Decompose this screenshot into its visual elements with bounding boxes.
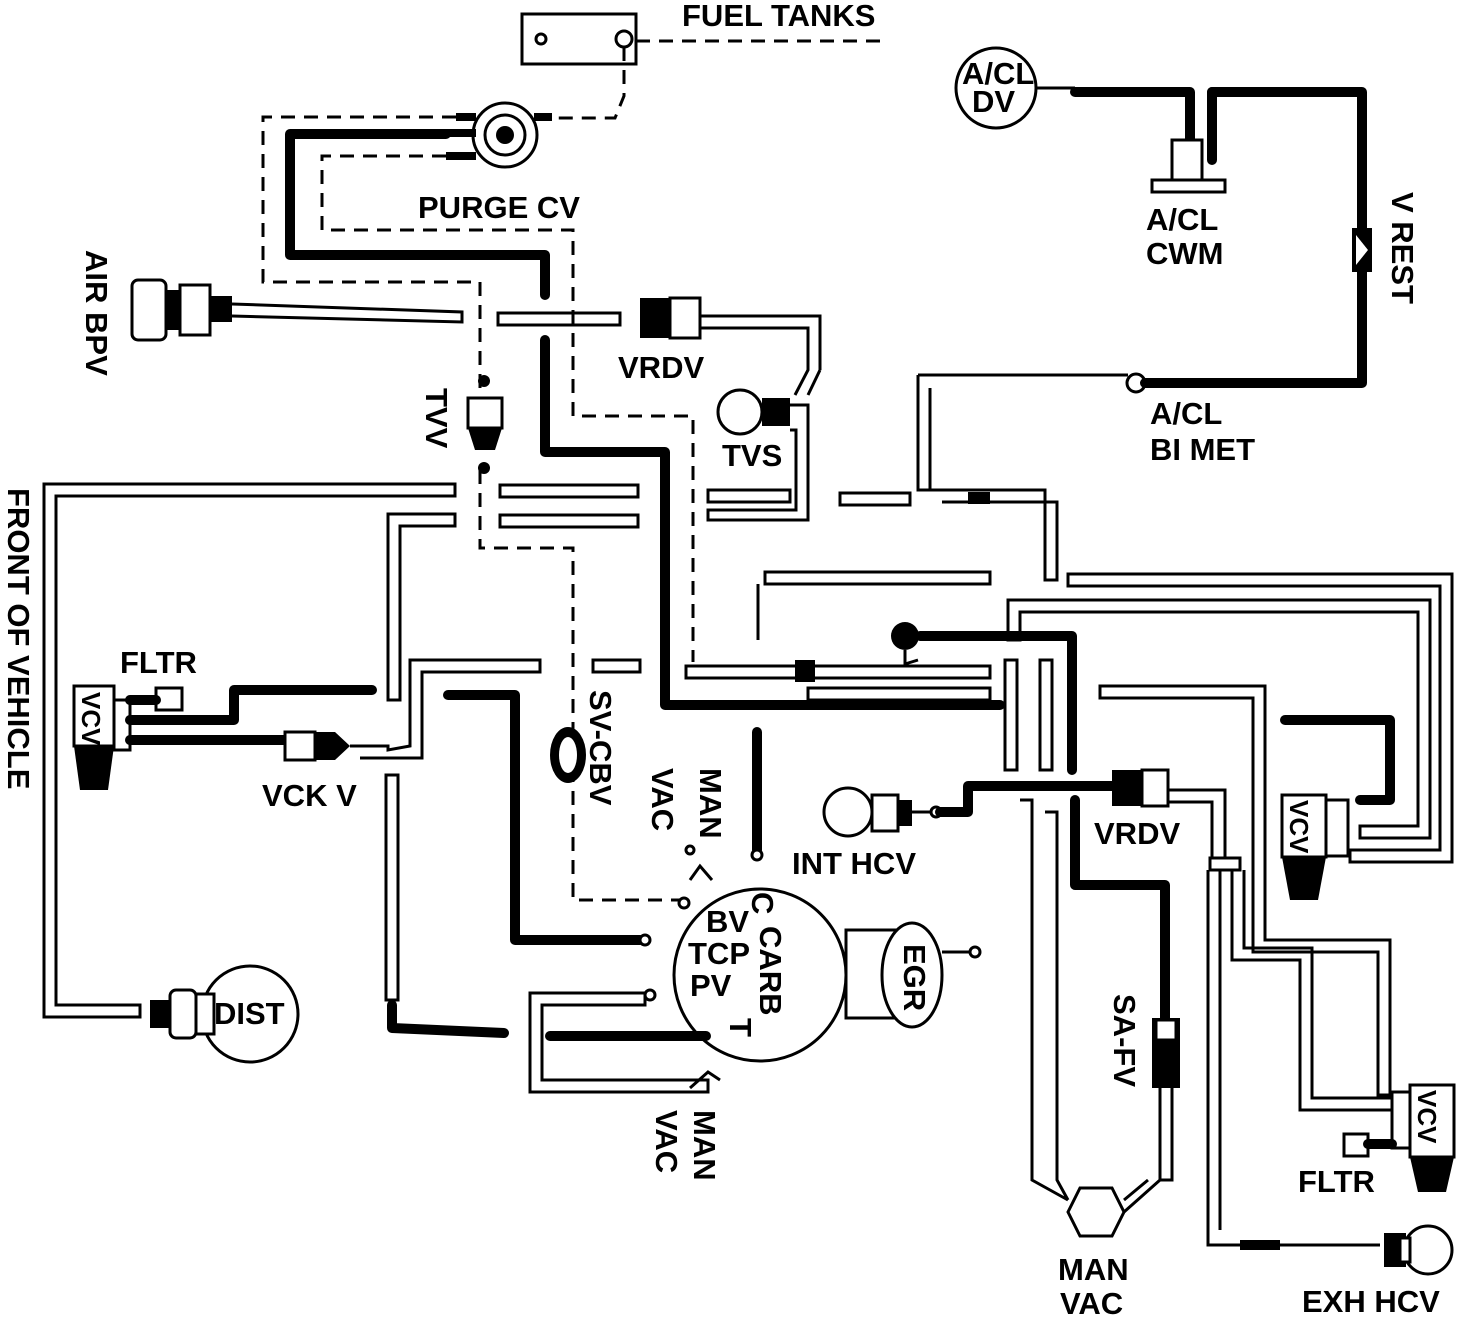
- sv-cbv-label: SV-CBV: [583, 690, 618, 806]
- tcp-label: TCP: [688, 936, 750, 971]
- man-vac-low-label-2: VAC: [649, 1110, 684, 1173]
- distributor: [150, 964, 300, 1064]
- purge-control-valve: [446, 101, 552, 169]
- vcv-right-mid: VCV: [1280, 793, 1350, 900]
- tvv-valve: [466, 375, 504, 474]
- man-vac-low-label-1: MAN: [687, 1110, 722, 1181]
- carb-label: CARB: [753, 926, 788, 1016]
- tvs-switch: [706, 388, 810, 522]
- vck-v-valve: [283, 730, 350, 762]
- pv-label: PV: [690, 968, 732, 1003]
- tvv-label: TVV: [419, 388, 454, 449]
- vcv-right-mid-label: VCV: [1284, 800, 1314, 854]
- vrdv-low-label: VRDV: [1094, 816, 1180, 851]
- fuel-tank-connector: [520, 12, 638, 66]
- acl-dv-label-2: DV: [972, 84, 1015, 119]
- vcv-right-low: VCV: [1390, 1083, 1456, 1192]
- bv-label: BV: [706, 904, 749, 939]
- vrdv-top: [640, 296, 702, 340]
- acl-dv-label-1: A/CL: [962, 56, 1034, 91]
- tvs-label: TVS: [722, 438, 782, 473]
- fuel-tanks-label: FUEL TANKS: [682, 0, 875, 33]
- exh-hcv: [1384, 1224, 1454, 1276]
- v-rest-label: V REST: [1385, 192, 1420, 304]
- t-label: T: [723, 1018, 758, 1037]
- vcv-left: VCV: [72, 684, 132, 790]
- egr-valve: [880, 921, 944, 1029]
- sa-fv: [1152, 1018, 1180, 1088]
- man-vac-bot-label-1: MAN: [1058, 1252, 1129, 1287]
- int-hcv-label: INT HCV: [792, 846, 916, 881]
- egr-label: EGR: [897, 944, 932, 1011]
- man-vac-bot-label-2: VAC: [1060, 1286, 1123, 1321]
- acl-cwm-label-1: A/CL: [1146, 202, 1218, 237]
- vck-v-label: VCK V: [262, 778, 357, 813]
- purge-cv-label: PURGE CV: [418, 190, 580, 225]
- v-restrictor: [1352, 228, 1372, 272]
- c-label: C: [745, 892, 780, 914]
- air-bypass-valve: [130, 278, 232, 342]
- acl-bimet-label-2: BI MET: [1150, 432, 1255, 467]
- man-vac-mid-label-2: VAC: [645, 768, 680, 831]
- int-hcv: [822, 786, 912, 838]
- man-vac-mid-label-1: MAN: [693, 768, 728, 839]
- vrdv-lower: [1112, 768, 1170, 808]
- acl-bimet-label-1: A/CL: [1150, 396, 1222, 431]
- vrdv-top-label: VRDV: [618, 350, 704, 385]
- air-bpv-label: AIR BPV: [79, 250, 114, 376]
- vcv-left-label: VCV: [76, 692, 106, 746]
- fltr-left-label: FLTR: [120, 645, 197, 680]
- dist-label: DIST: [214, 996, 285, 1031]
- sv-cbv-valve: [550, 727, 586, 783]
- sa-fv-label: SA-FV: [1107, 994, 1142, 1087]
- manifold-vacuum-bottom: [1066, 1186, 1126, 1238]
- acl-cwm: [1150, 138, 1227, 194]
- front-of-vehicle-label: FRONT OF VEHICLE: [1, 488, 36, 789]
- acl-cwm-label-2: CWM: [1146, 236, 1223, 271]
- vcv-right-low-label: VCV: [1412, 1090, 1442, 1144]
- fltr-right-label: FLTR: [1298, 1164, 1375, 1199]
- exh-hcv-label: EXH HCV: [1302, 1284, 1440, 1319]
